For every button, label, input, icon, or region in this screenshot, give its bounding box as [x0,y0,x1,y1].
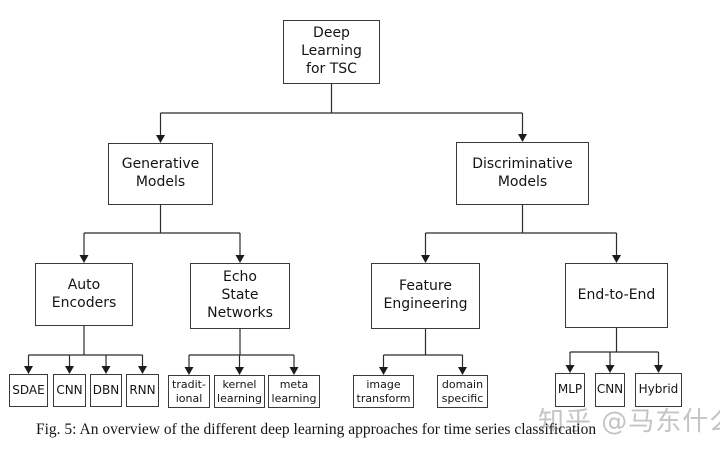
node-echo-state-networks: Echo State Networks [190,263,290,329]
zhihu-watermark: 知乎 @马东什么 [538,407,720,437]
node-image-transform: image transform [353,375,414,408]
connector-auto-encoders-to-leaves [24,326,147,374]
node-rnn: RNN [126,374,159,407]
node-meta-learning: meta learning [268,375,320,408]
connector-echo-state-to-leaves [184,329,299,375]
node-sdae: SDAE [9,374,48,407]
connector-feature-engineering-to-leaves [379,329,467,375]
connector-generative-to-children [79,205,245,263]
node-deep-learning-for-tsc: Deep Learning for TSC [283,20,380,84]
node-cnn-autoencoder: CNN [53,374,86,407]
node-hybrid: Hybrid [635,373,682,407]
figure-caption: Fig. 5: An overview of the different dee… [36,421,597,438]
node-kernel-learning: kernel learning [214,375,265,408]
node-generative-models: Generative Models [108,143,213,205]
node-dbn: DBN [90,374,122,407]
node-cnn-end-to-end: CNN [595,373,625,407]
connector-discriminative-to-children [421,205,621,263]
node-end-to-end: End-to-End [565,263,668,328]
connector-end-to-end-to-leaves [565,328,663,373]
node-domain-specific: domain specific [437,375,488,408]
node-discriminative-models: Discriminative Models [456,142,589,205]
node-feature-engineering: Feature Engineering [371,263,480,329]
node-mlp: MLP [555,373,585,407]
node-traditional: tradit- ional [168,375,210,408]
node-auto-encoders: Auto Encoders [35,263,133,326]
connector-root-to-level2 [156,84,527,143]
